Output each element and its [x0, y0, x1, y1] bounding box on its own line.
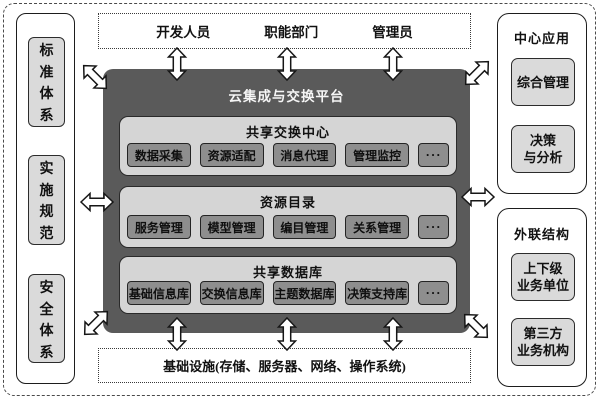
platform-title: 云集成与交换平台	[228, 89, 345, 104]
actor-developers: 开发人员	[156, 25, 211, 40]
module-chip-data-collection: 数据采集	[127, 143, 191, 167]
section-row: 基础信息库 交换信息库 主题数据库 决策支持库 ···	[127, 281, 449, 305]
double-arrow-icon-top-left	[166, 46, 188, 82]
double-arrow-icon-top-center	[276, 46, 298, 82]
section-resource-catalog: 资源目录 服务管理 模型管理 编目管理 关系管理 ···	[119, 186, 457, 248]
panel-item-integrated-management: 综合管理	[511, 58, 575, 106]
double-arrow-icon-bottom-center	[276, 316, 298, 352]
cloud-integration-platform: 云集成与交换平台 共享交换中心 数据采集 资源适配 消息代理 管理监控 ··· …	[103, 69, 470, 333]
external-panel: 外联结构 上下级 业务单位 第三方 业务机构	[497, 208, 587, 387]
module-chip-exchange-info-db: 交换信息库	[199, 281, 264, 305]
pillar-implementation-spec: 实施规范	[28, 155, 65, 245]
section-title: 资源目录	[259, 195, 316, 210]
ellipsis-chip: ···	[418, 215, 449, 239]
module-chip-resource-adaptation: 资源适配	[199, 143, 264, 167]
panel-item-upper-lower-business-units: 上下级 业务单位	[511, 253, 575, 301]
module-chip-model-management: 模型管理	[199, 215, 264, 239]
pillar-security-system: 安全体系	[28, 274, 65, 363]
section-row: 服务管理 模型管理 编目管理 关系管理 ···	[127, 215, 449, 239]
section-title: 共享交换中心	[245, 125, 330, 140]
module-chip-basic-info-db: 基础信息库	[127, 281, 191, 305]
pillar-label: 标准体系	[39, 44, 54, 124]
double-arrow-icon-right-middle	[460, 186, 496, 208]
panel-title: 中心应用	[513, 31, 570, 46]
pillar-label: 安全体系	[39, 281, 54, 361]
pillar-label: 实施规范	[39, 162, 54, 242]
panel-item-decision-analysis: 决策 与分析	[511, 125, 575, 173]
module-chip-relation-management: 关系管理	[345, 215, 409, 239]
infrastructure-label: 基础设施(存储、服务器、网络、操作系统)	[163, 359, 406, 374]
infrastructure-box: 基础设施(存储、服务器、网络、操作系统)	[98, 348, 471, 383]
actor-functional-departments: 职能部门	[264, 25, 319, 40]
panel-item-third-party-business-orgs: 第三方 业务机构	[511, 318, 575, 366]
module-chip-cataloging-management: 编目管理	[272, 215, 337, 239]
section-row: 数据采集 资源适配 消息代理 管理监控 ···	[127, 143, 449, 167]
section-shared-database: 共享数据库 基础信息库 交换信息库 主题数据库 决策支持库 ···	[119, 256, 457, 314]
actors-box: 开发人员 职能部门 管理员	[98, 13, 471, 49]
double-arrow-icon-corner-top-left	[82, 64, 108, 90]
double-arrow-icon-bottom-left	[166, 316, 188, 352]
double-arrow-icon-corner-top-right	[464, 60, 490, 86]
module-chip-decision-support-db: 决策支持库	[345, 281, 409, 305]
double-arrow-icon-corner-bottom-left	[83, 310, 109, 336]
left-pillar-group: 标准体系 实施规范 安全体系	[16, 13, 75, 384]
section-title: 共享数据库	[252, 265, 323, 280]
module-chip-management-monitoring: 管理监控	[345, 143, 409, 167]
actor-administrator: 管理员	[372, 25, 413, 40]
double-arrow-icon-corner-bottom-right	[463, 313, 489, 339]
section-exchange-center: 共享交换中心 数据采集 资源适配 消息代理 管理监控 ···	[119, 116, 457, 176]
center-apps-panel: 中心应用 综合管理 决策 与分析	[497, 13, 587, 194]
module-chip-message-broker: 消息代理	[272, 143, 337, 167]
double-arrow-icon-bottom-right	[382, 316, 404, 352]
module-chip-subject-data-db: 主题数据库	[272, 281, 337, 305]
diagram-frame	[3, 3, 596, 396]
module-chip-service-management: 服务管理	[127, 215, 191, 239]
pillar-standard-system: 标准体系	[28, 37, 65, 127]
ellipsis-chip: ···	[418, 281, 449, 305]
ellipsis-chip: ···	[418, 143, 449, 167]
double-arrow-icon-left-middle	[79, 191, 115, 213]
double-arrow-icon-top-right	[382, 46, 404, 82]
panel-title: 外联结构	[513, 227, 570, 242]
